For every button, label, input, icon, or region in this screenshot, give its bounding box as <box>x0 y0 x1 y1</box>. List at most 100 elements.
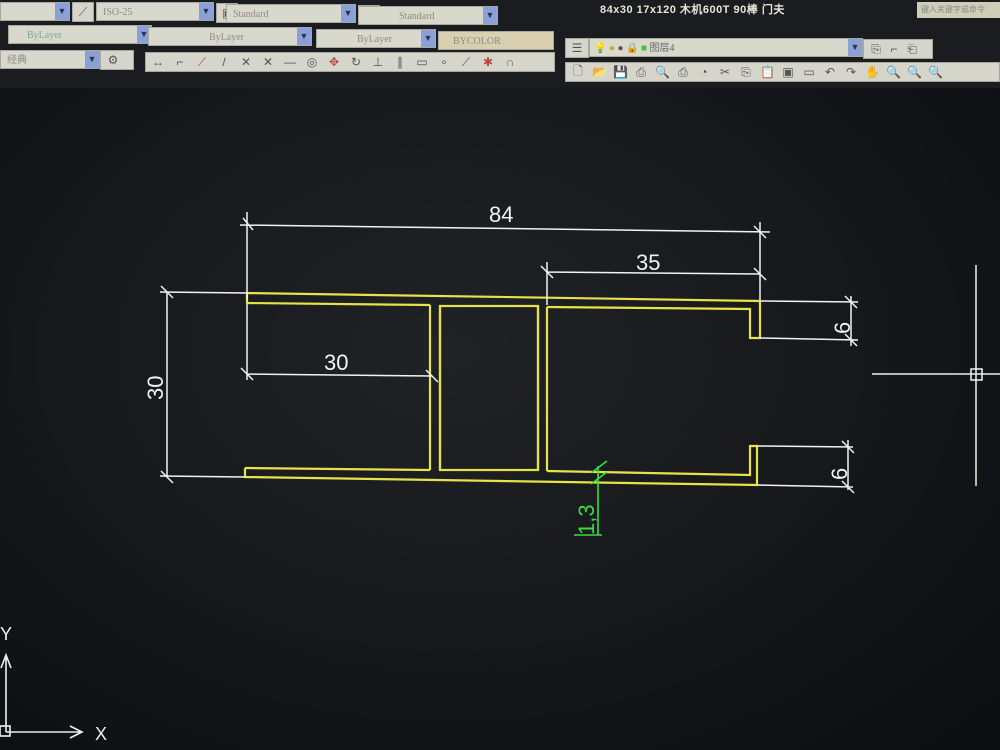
layer-name: 图层4 <box>649 43 675 54</box>
match-properties-icon[interactable]: ▣ <box>782 65 794 79</box>
explode-icon[interactable]: ✱ <box>482 55 494 69</box>
ucs-y-label: Y <box>0 624 12 644</box>
title-status-text: 84x30 17x120 木机600T 90棒 门夫 <box>600 4 785 16</box>
dim-overall-height: 30 <box>143 376 168 400</box>
layer-previous-icon[interactable]: ⎘ <box>871 41 881 56</box>
break-icon[interactable]: ⟋ <box>461 54 471 69</box>
pan-icon[interactable]: ✋ <box>865 65 880 79</box>
chevron-down-icon[interactable]: ▼ <box>297 28 311 45</box>
layer-combo[interactable]: 💡 ● ● 🔒 ■ 图层4 ▼ <box>589 38 863 57</box>
ucs-x-label: X <box>95 724 107 744</box>
gear-icon[interactable]: ⚙ <box>107 53 119 67</box>
trim-icon[interactable]: ✕ <box>262 55 274 69</box>
left-cell-flanges <box>244 301 431 472</box>
plotstyle-combo[interactable]: BYCOLOR <box>438 31 554 50</box>
rotate-icon[interactable]: ↻ <box>350 55 362 69</box>
lock-icon[interactable]: 🔒 <box>626 43 639 54</box>
textstyle-combo[interactable]: Standard ▼ <box>226 4 356 23</box>
layer-tools: ⎘ ⌐ ⎗ <box>863 39 933 59</box>
crosshair-pickbox <box>970 368 983 381</box>
standard-toolbar: 🗋 📂 💾 ⎙ 🔍 ⎙ ◔ ✂ ⎘ 📋 ▣ ▭ ↶ ↷ ✋ 🔍 🔍 🔍 <box>565 62 1000 82</box>
center-mark-icon[interactable]: ✥ <box>328 55 340 69</box>
linetype-combo[interactable]: ByLayer ▼ <box>148 27 312 46</box>
dimstyle-combo[interactable]: ISO-25 ▼ <box>96 2 214 21</box>
parallel-icon[interactable]: ∥ <box>397 55 403 69</box>
copy-icon[interactable]: ⎘ <box>741 64 751 79</box>
dimstyle-value: ISO-25 <box>103 7 133 18</box>
dim-right-cell-width: 35 <box>636 250 660 275</box>
right-cell <box>243 444 759 487</box>
print-icon[interactable]: ⎙ <box>636 64 646 79</box>
tablestyle-value: Standard <box>399 11 435 22</box>
chevron-down-icon[interactable]: ▼ <box>85 51 99 68</box>
dimension-lines <box>159 212 1000 494</box>
thickness-dimension <box>574 460 608 536</box>
dim-aligned-icon[interactable]: ⌐ <box>176 55 184 69</box>
web-right <box>536 306 549 471</box>
chevron-down-icon[interactable]: ▼ <box>137 26 151 43</box>
chevron-down-icon[interactable]: ▼ <box>421 30 435 47</box>
lineweight-combo[interactable]: ByLayer▼ <box>316 29 436 48</box>
layer-color-icon: ■ <box>641 43 648 54</box>
new-file-icon[interactable]: 🗋 <box>573 63 583 78</box>
open-icon[interactable]: 📂 <box>592 65 607 79</box>
point-icon[interactable]: ∘ <box>440 55 448 69</box>
publish-icon[interactable]: ⎙ <box>678 64 688 79</box>
workspace-tools: ⚙ <box>100 50 134 70</box>
dim-top-lip: 6 <box>830 322 855 334</box>
dim-bottom-lip: 6 <box>827 468 852 480</box>
layer-state-combo[interactable]: ▼ <box>0 2 70 21</box>
ucs-icon <box>0 652 84 739</box>
chevron-down-icon[interactable]: ▼ <box>55 3 69 20</box>
workspace-combo[interactable]: 经典▼ <box>0 50 100 69</box>
chevron-down-icon[interactable]: ▼ <box>199 3 213 20</box>
redo-icon[interactable]: ↷ <box>845 65 857 79</box>
dim-wall-thickness: 1,3 <box>574 504 599 535</box>
layer-manager-icon[interactable]: ☰ <box>565 38 589 58</box>
chevron-down-icon[interactable]: ▼ <box>341 5 355 22</box>
color-combo[interactable]: ByLayer ▼ <box>8 25 152 44</box>
profile-outer-top <box>245 291 762 340</box>
sun-icon[interactable]: ● <box>608 43 615 54</box>
cut-icon[interactable]: ✂ <box>719 65 731 79</box>
circle-icon[interactable]: ◎ <box>306 55 318 69</box>
tablestyle-combo[interactable]: Standard ▼ <box>358 6 498 25</box>
block-icon[interactable]: ▭ <box>803 65 815 79</box>
chevron-down-icon[interactable]: ▼ <box>848 39 862 56</box>
lightbulb-icon[interactable]: 💡 <box>594 43 607 54</box>
magnet-icon[interactable]: ∩ <box>505 55 515 69</box>
dimstyle-icon[interactable]: ⟋ <box>72 2 94 22</box>
textstyle-value: Standard <box>233 9 269 20</box>
save-icon[interactable]: 💾 <box>613 65 628 79</box>
color-value: ByLayer <box>27 30 62 41</box>
chevron-down-icon[interactable]: ▼ <box>483 7 497 24</box>
profile-outline <box>243 291 762 487</box>
modify-toolbar: ↔ ⌐ ⟋ / ✕ ✕ — ◎ ✥ ↻ ⊥ ∥ ▭ ∘ ⟋ ✱ ∩ <box>145 52 555 72</box>
zoom-previous-icon[interactable]: 🔍 <box>928 65 943 79</box>
edit-icon[interactable]: ▭ <box>416 55 428 69</box>
layer-iso-icon[interactable]: ⎗ <box>907 41 917 56</box>
cross-icon[interactable]: ✕ <box>240 55 252 69</box>
line-icon[interactable]: / <box>222 55 226 69</box>
dim-overall-width: 84 <box>489 202 513 227</box>
dash-icon[interactable]: — <box>284 55 296 69</box>
print-preview-icon[interactable]: 🔍 <box>655 65 670 79</box>
3d-icon[interactable]: ◔ <box>700 65 708 79</box>
web-left <box>428 305 442 470</box>
freeze-icon[interactable]: ● <box>617 43 624 54</box>
undo-icon[interactable]: ↶ <box>824 65 836 79</box>
plotstyle-value: BYCOLOR <box>453 36 501 47</box>
tolerance-icon[interactable]: ⊥ <box>372 55 384 69</box>
zoom-window-icon[interactable]: 🔍 <box>907 65 922 79</box>
dim-linear-icon[interactable]: ↔ <box>152 55 164 69</box>
toolbar-area: ▼ ⟋ ISO-25▼ ▣ Standard▼ ✎ Standard▼ 84x3… <box>0 0 1000 88</box>
dim-arc-icon[interactable]: ⟋ <box>197 54 207 69</box>
command-search-input[interactable]: 键入关键字或命令 <box>917 2 1000 18</box>
zoom-realtime-icon[interactable]: 🔍 <box>886 65 901 79</box>
middle-cell <box>438 304 540 472</box>
linetype-value: ByLayer <box>209 32 244 43</box>
dim-left-cell-width: 30 <box>324 350 348 375</box>
layer-match-icon[interactable]: ⌐ <box>890 42 898 56</box>
paste-icon[interactable]: 📋 <box>760 65 775 79</box>
